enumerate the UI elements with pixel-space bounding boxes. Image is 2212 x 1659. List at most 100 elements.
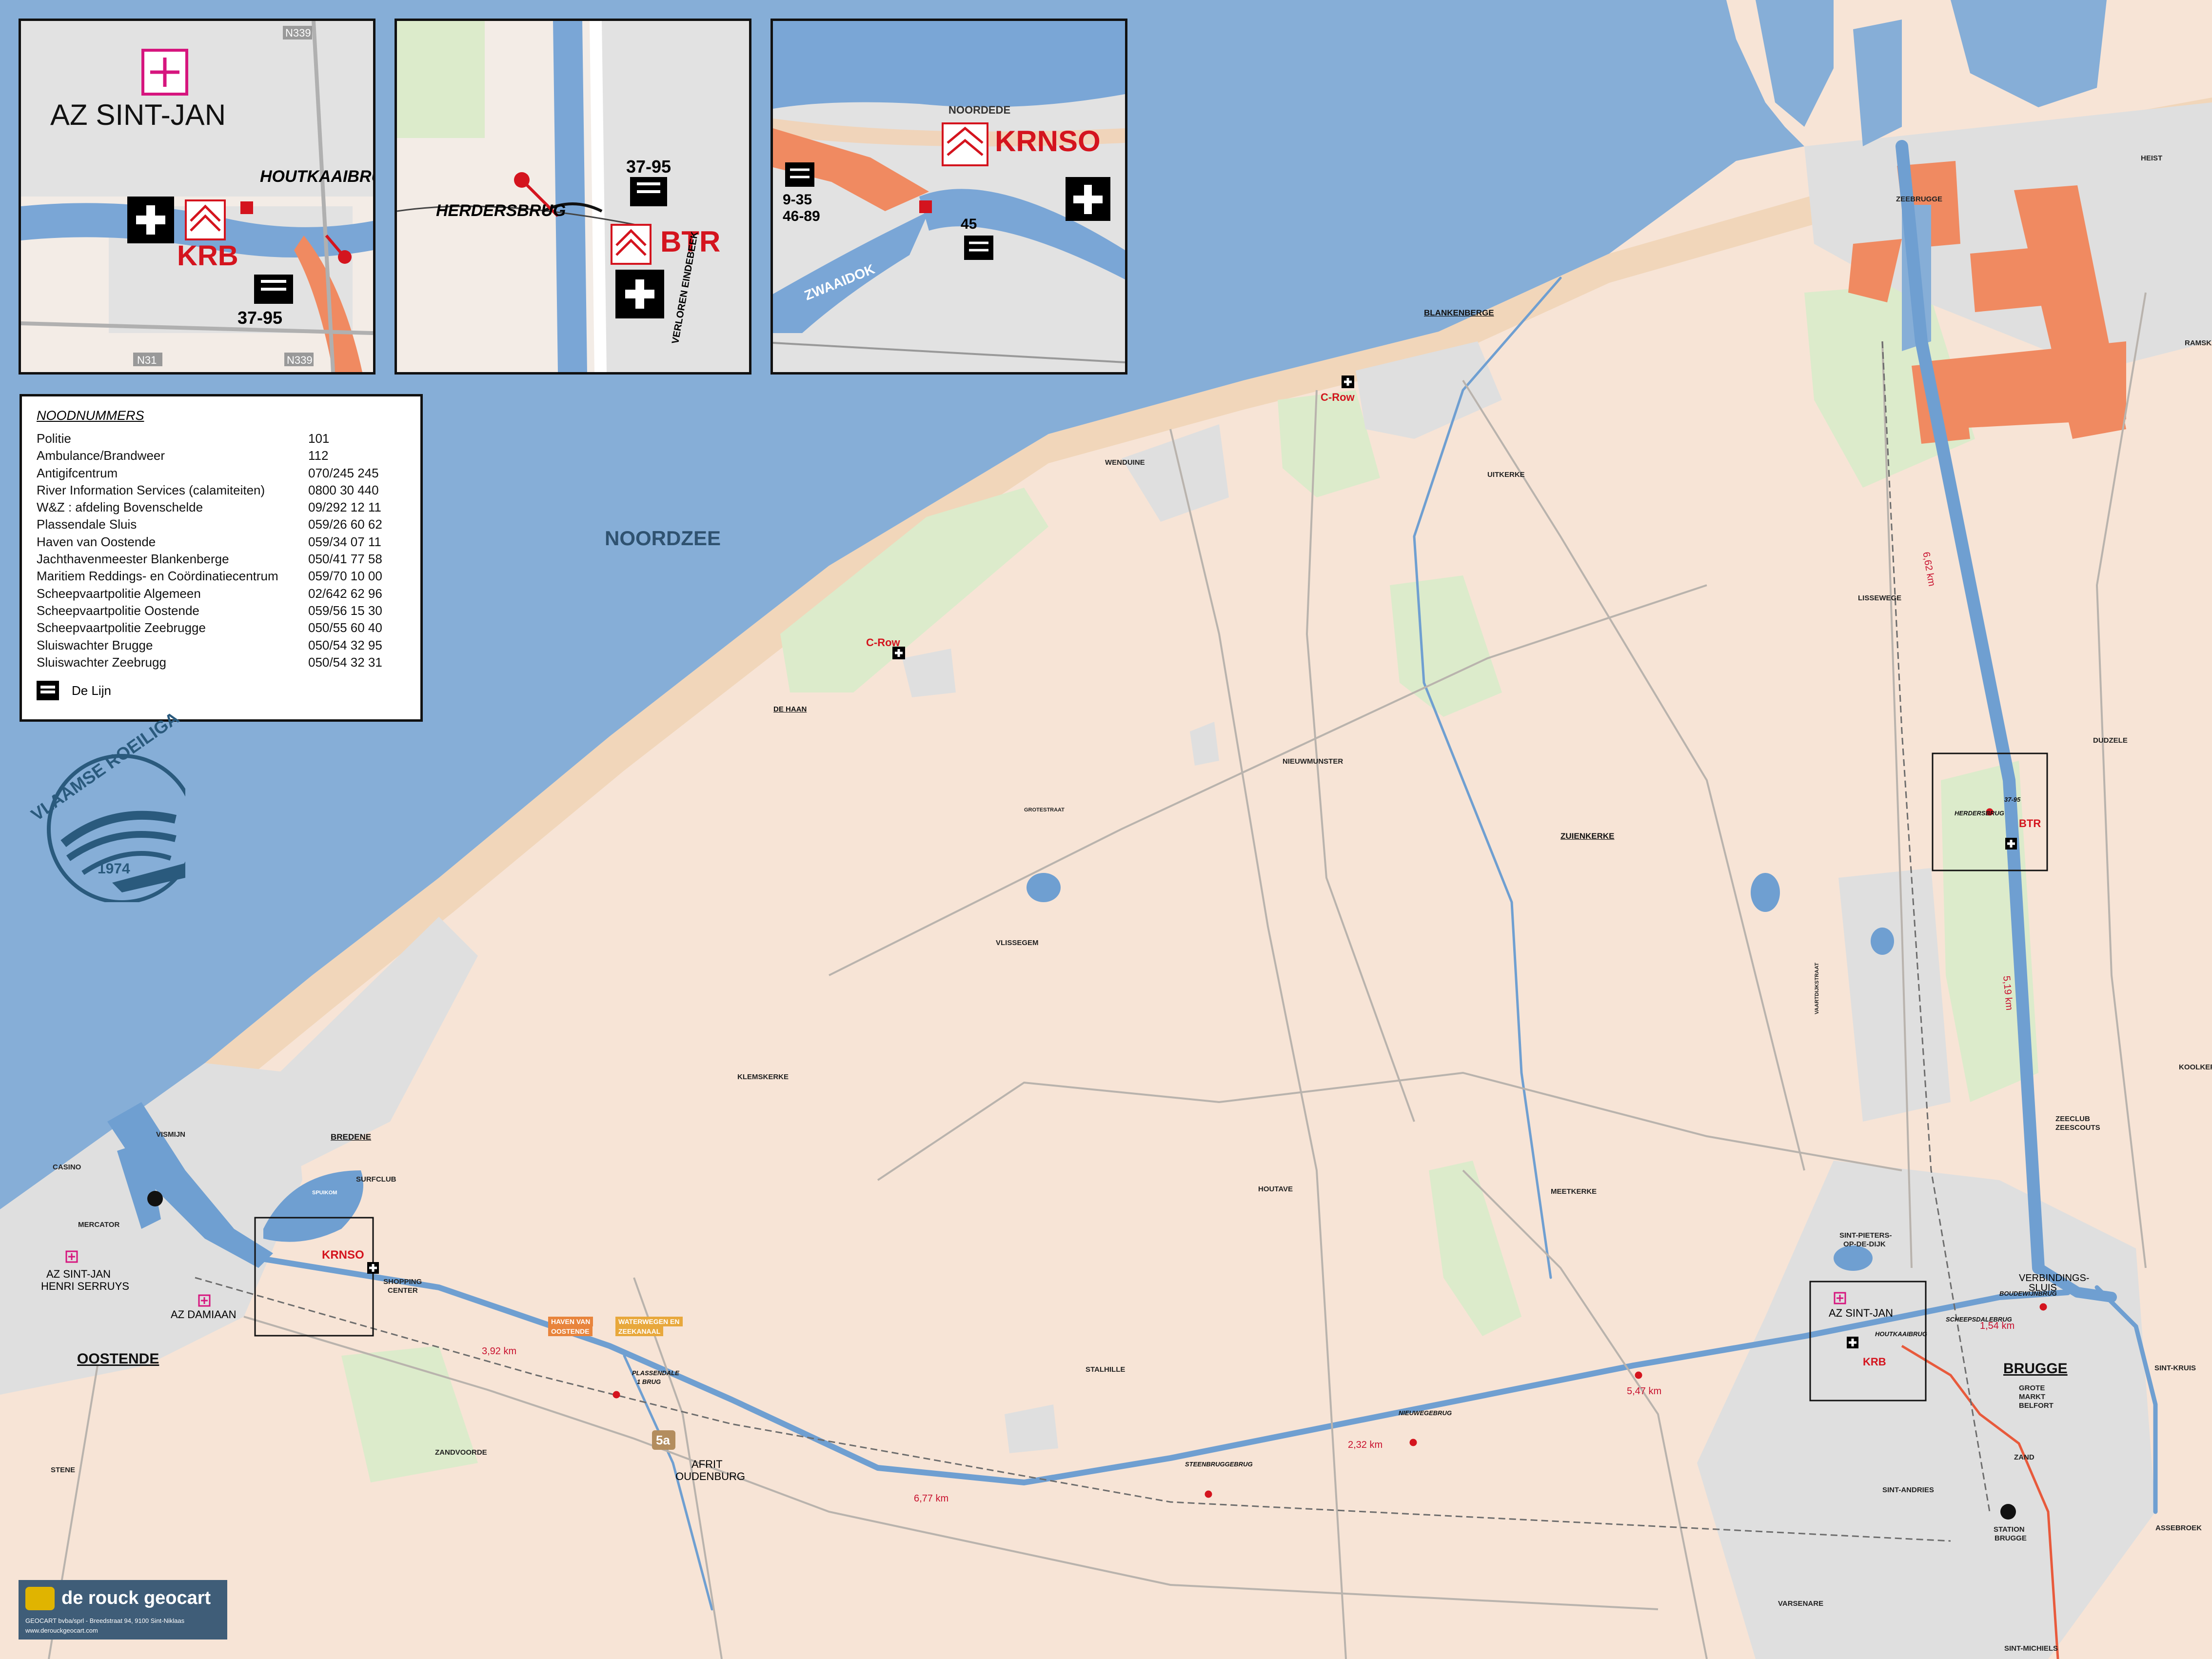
label-bredene: BREDENE — [331, 1132, 372, 1142]
inset-krb-club: KRB — [177, 240, 238, 272]
label-zandvoorde: ZANDVOORDE — [435, 1448, 487, 1457]
green-area-1 — [1278, 390, 1380, 497]
distance-5: 2,32 km — [1348, 1440, 1383, 1450]
hospital-markers — [65, 1250, 1846, 1307]
label-zeebrugge: ZEEBRUGGE — [1896, 195, 1943, 203]
label-sintandries: SINT-ANDRIES — [1882, 1486, 1934, 1494]
inset-frames — [254, 752, 2048, 1402]
label-steenbruggebrug: STEENBRUGGEBRUG — [1185, 1461, 1253, 1468]
label-casino: CASINO — [53, 1163, 81, 1171]
inset-krb-hospital: AZ SINT-JAN — [50, 99, 226, 131]
label-lissewege: LISSEWEGE — [1858, 594, 1902, 602]
emergency-row-label: Scheepvaartpolitie Algemeen — [37, 586, 201, 601]
label-oostende: OOSTENDE — [77, 1351, 159, 1367]
railway-2 — [1881, 341, 1991, 1512]
label-grote-2: MARKT — [2019, 1393, 2046, 1401]
label-ww-1: WATERWEGEN EN — [615, 1317, 683, 1326]
lake-3 — [1871, 928, 1894, 955]
emergency-row-number: 050/55 60 40 — [308, 620, 382, 635]
emergency-row-number: 059/70 10 00 — [308, 569, 382, 584]
label-zeescouts-2: ZEESCOUTS — [2055, 1124, 2100, 1132]
dune-park — [780, 488, 1048, 692]
legend-delijn: De Lijn — [37, 681, 406, 701]
bridge-pins — [612, 808, 2047, 1498]
emergency-row: Scheepvaartpolitie Oostende 059/56 15 30 — [37, 602, 406, 619]
label-azsintjan: AZ SINT-JAN — [1829, 1307, 1894, 1319]
emergency-row: Maritiem Reddings- en Coördinatiecentrum… — [37, 568, 406, 585]
inset-krb[interactable]: AZ SINT-JAN KRB HOUTKAAIBRUG 37-95 N339 … — [19, 19, 375, 375]
station-markers — [147, 1191, 2016, 1520]
label-uitkerke: UITKERKE — [1487, 471, 1525, 479]
emergency-row-label: Scheepvaartpolitie Oostende — [37, 603, 199, 618]
distance-3: 1,54 km — [1980, 1321, 2015, 1331]
inset-krb-road2: N31 — [137, 354, 157, 366]
emergency-row-number: 050/54 32 31 — [308, 654, 382, 670]
label-blankenberge: BLANKENBERGE — [1424, 308, 1494, 317]
inset-btr-bridge: HERDERSBRUG — [436, 201, 566, 220]
inset-krb-road3: N339 — [287, 354, 313, 366]
label-wenduine: WENDUINE — [1105, 458, 1145, 467]
label-houtkaaibrug: HOUTKAAIBRUG — [1875, 1330, 1927, 1338]
publisher-address: GEOCART bvba/sprl - Breedstraat 94, 9100… — [25, 1617, 185, 1624]
emergency-row-label: Sluiswachter Zeebrugg — [37, 654, 166, 670]
publisher-footer: de rouck geocart GEOCART bvba/sprl - Bre… — [19, 1580, 227, 1639]
label-shopping-1: SHOPPING — [383, 1278, 422, 1286]
label-scheepsdale: SCHEEPSDALEBRUG — [1946, 1316, 2012, 1323]
lake-4 — [1834, 1245, 1873, 1271]
emergency-row-number: 059/56 15 30 — [308, 603, 382, 618]
label-spuikom: SPUIKOM — [312, 1190, 337, 1196]
label-zuienkerke: ZUIENKERKE — [1560, 831, 1615, 841]
label-verb-2: SLUIS — [2029, 1283, 2057, 1293]
emergency-title: NOODNUMMERS — [37, 408, 144, 423]
publisher-name: de rouck geocart — [61, 1588, 211, 1608]
emergency-row-number: 050/41 77 58 — [308, 552, 382, 567]
inset-btr-club: BTR — [660, 225, 721, 258]
distance-6: 6,77 km — [914, 1493, 949, 1504]
emergency-row-number: 101 — [308, 431, 330, 446]
inset-krnso[interactable]: KRNSO 9-35 46-89 45 ZWAAIDOK NOORDEDE — [770, 19, 1127, 375]
label-koolkerke: KOOLKERKE — [2179, 1063, 2212, 1071]
emergency-row-number: 02/642 62 96 — [308, 586, 382, 601]
inset-krnso-dock2: NOORDEDE — [948, 104, 1011, 116]
logo-year: 1974 — [98, 861, 130, 877]
label-mini-krnso: KRNSO — [322, 1248, 364, 1262]
label-heist: HEIST — [2141, 154, 2163, 162]
inset-krnso-map — [773, 21, 1125, 372]
label-vismijn: VISMIJN — [156, 1130, 186, 1139]
label-azsj-hs-1: AZ SINT-JAN — [46, 1268, 111, 1280]
exit-badge — [652, 1430, 675, 1450]
canals — [256, 140, 2158, 1611]
inset-krnso-bus3: 45 — [961, 216, 977, 232]
bus-icon — [37, 681, 59, 701]
emergency-row: Sluiswachter Zeebrugg 050/54 32 31 — [37, 654, 406, 671]
inset-btr[interactable]: BTR HERDERSBRUG 37-95 VERLOREN EINDEBEEK — [395, 19, 751, 375]
emergency-row-label: Maritiem Reddings- en Coördinatiecentrum — [37, 569, 278, 584]
label-station-2: BRUGGE — [1995, 1534, 2027, 1542]
label-zeescouts-1: ZEECLUB — [2055, 1115, 2090, 1123]
label-grote-1: GROTE — [2019, 1384, 2045, 1392]
label-stpieters-1: SINT-PIETERS- — [1839, 1231, 1892, 1240]
distance-7: 3,92 km — [482, 1346, 517, 1357]
label-stpieters-2: OP-DE-DIJK — [1843, 1240, 1886, 1248]
emergency-row-number: 059/34 07 11 — [308, 534, 381, 549]
label-brugge: BRUGGE — [2003, 1361, 2068, 1377]
label-verb-1: VERBINDINGS- — [2019, 1273, 2090, 1284]
distance-4: 5,47 km — [1627, 1386, 1662, 1397]
oostende-harbour — [107, 1102, 273, 1268]
green-area-6 — [341, 1346, 478, 1482]
label-grotestraat: GROTESTRAAT — [1024, 807, 1065, 813]
label-vaartdijk: VAARTDIJKSTRAAT — [1814, 963, 1820, 1014]
label-sintmichiels: SINT-MICHIELS — [2004, 1644, 2058, 1653]
label-haven-2: OOSTENDE — [548, 1326, 592, 1336]
label-mini-krb: KRB — [1863, 1356, 1886, 1368]
label-boudewijnbrug: BOUDEWIJNBRUG — [1999, 1290, 2057, 1297]
emergency-row-label: Plassendale Sluis — [37, 517, 137, 532]
label-exit: 5a — [656, 1433, 670, 1447]
green-area-3 — [1429, 1161, 1521, 1336]
